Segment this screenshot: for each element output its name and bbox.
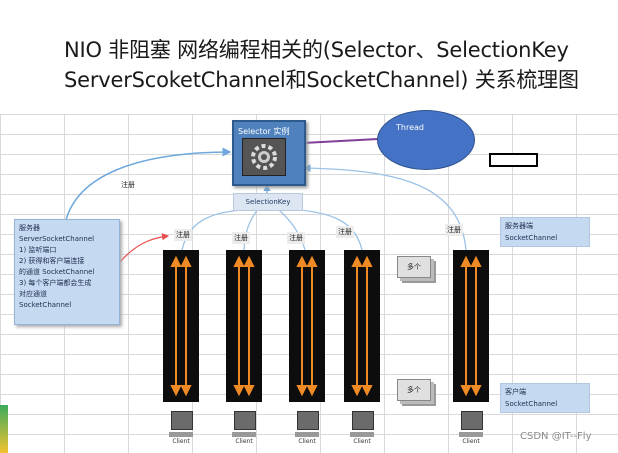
server-channel-to-selector-arrow xyxy=(302,164,467,251)
register-label: 注册 xyxy=(232,232,250,244)
multiple-note: 多个 xyxy=(397,256,431,278)
server-line: 服务器 xyxy=(19,224,40,232)
client-computer-icon: Client xyxy=(459,411,483,445)
server-end-title: 服务器端 xyxy=(505,222,533,230)
server-line: SocketChannel xyxy=(19,301,72,309)
server-line: 2) 获得和客户端连接 xyxy=(19,257,85,265)
diagram-title-line-1: NIO 非阻塞 网络编程相关的(Selector、SelectionKey xyxy=(64,38,569,62)
client-computer-icon: Client xyxy=(350,411,374,445)
thread-label: Thread xyxy=(396,123,424,132)
register-label: 注册 xyxy=(174,229,192,241)
client-label: Client xyxy=(172,438,190,445)
selector-thread-link xyxy=(302,138,379,144)
register-label: 注册 xyxy=(287,232,305,244)
socket-channel-4 xyxy=(344,250,380,402)
selection-key-box: SelectionKey xyxy=(233,193,303,211)
client-end-title: 客户端 xyxy=(505,388,526,396)
socket-channel-5 xyxy=(453,250,489,402)
client-label: Client xyxy=(462,438,480,445)
gear-icon xyxy=(242,138,286,176)
thread-ellipse: Thread xyxy=(377,110,475,170)
skey-to-channel-2 xyxy=(243,208,259,251)
skey-to-channel-3 xyxy=(277,208,306,251)
server-line: 对应通道 xyxy=(19,290,47,298)
server-description-box: 服务器 ServerSocketChannel 1) 监听端口 2) 获得和客户… xyxy=(14,219,120,325)
selector-instance-box: Selector 实例 xyxy=(232,120,306,186)
selector-label: Selector 实例 xyxy=(238,127,290,136)
server-line: ServerSocketChannel xyxy=(19,235,95,243)
left-edge-decoration xyxy=(0,405,8,453)
client-computer-icon: Client xyxy=(169,411,193,445)
register-label: 注册 xyxy=(445,224,463,236)
diagram-title-line-2: ServerScoketChannel和SocketChannel) 关系梳理图 xyxy=(64,68,579,92)
client-label: Client xyxy=(353,438,371,445)
empty-rectangle xyxy=(489,153,538,167)
client-label: Client xyxy=(298,438,316,445)
server-end-label: 服务器端 SocketChannel xyxy=(500,217,590,247)
register-label: 注册 xyxy=(121,181,135,189)
multiple-note: 多个 xyxy=(397,379,431,401)
socket-channel-2 xyxy=(226,250,262,402)
csdn-credit: CSDN @IT--Fly xyxy=(520,431,592,442)
client-computer-icon: Client xyxy=(295,411,319,445)
register-label: 注册 xyxy=(336,226,354,238)
client-end-label: 客户端 SocketChannel xyxy=(500,383,590,413)
server-line: 的通道 SocketChannel xyxy=(19,268,95,276)
server-line: 1) 监听端口 xyxy=(19,246,57,254)
server-line: 3) 每个客户端都会生成 xyxy=(19,279,92,287)
server-to-selector-register-arrow xyxy=(65,147,232,221)
socket-channel-3 xyxy=(289,250,325,402)
socket-channel-1 xyxy=(163,250,199,402)
client-computer-icon: Client xyxy=(232,411,256,445)
server-end-subtitle: SocketChannel xyxy=(505,234,558,242)
client-label: Client xyxy=(235,438,253,445)
client-end-subtitle: SocketChannel xyxy=(505,400,558,408)
server-to-channel-register-arrow xyxy=(119,233,170,263)
